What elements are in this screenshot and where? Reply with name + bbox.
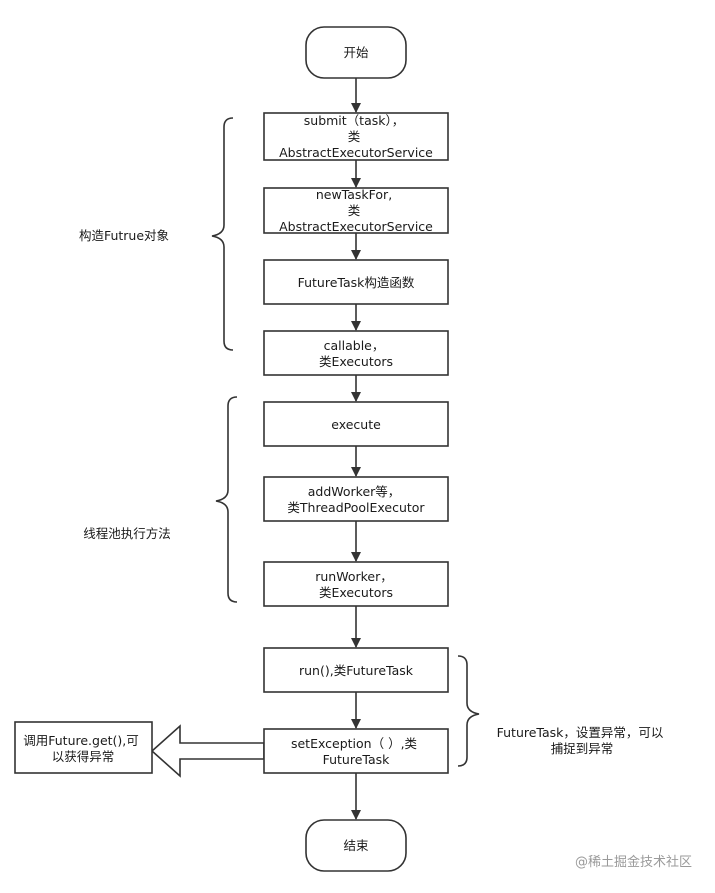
get-label-line: 调用Future.get(),可 — [23, 733, 139, 748]
runworker-label: runWorker， 类Executors — [315, 569, 397, 600]
addworker-label-line: 类ThreadPoolExecutor — [287, 500, 425, 515]
newtaskfor-label-line: 类 — [348, 203, 361, 218]
group-futuretask-label-line: FutureTask，设置异常，可以 — [497, 725, 664, 740]
brace-construct — [211, 117, 234, 351]
addworker-label: addWorker等， 类ThreadPoolExecutor — [287, 484, 425, 515]
setexception-label-line: FutureTask — [323, 752, 391, 767]
setexception-box — [263, 728, 449, 774]
get-label: 调用Future.get(),可 以获得异常 — [23, 733, 143, 764]
callable-label: callable， 类Executors — [319, 338, 393, 369]
watermark: @稀土掘金技术社区 — [575, 854, 692, 870]
end-terminator — [305, 819, 407, 872]
start-label: 开始 — [343, 45, 369, 60]
newtaskfor-label: newTaskFor, 类 AbstractExecutorService — [279, 187, 433, 234]
group-construct-label-line: 构造Futrue对象 — [79, 228, 169, 243]
group-futuretask-label: FutureTask，设置异常，可以 捕捉到异常 — [497, 725, 668, 756]
runworker-label-line: 类Executors — [319, 585, 393, 600]
callable-label-line: 类Executors — [319, 354, 393, 369]
execute-box — [263, 401, 449, 447]
callable-box — [263, 330, 449, 376]
futuretask-ctor-label-line: FutureTask构造函数 — [298, 275, 415, 290]
submit-label-line: 类 — [348, 129, 361, 144]
group-futuretask-label-line: 捕捉到异常 — [551, 741, 614, 756]
submit-label-line: AbstractExecutorService — [279, 145, 433, 160]
group-threadpool-label-line: 线程池执行方法 — [83, 526, 171, 541]
setexception-label-line: setException（ ）,类 — [291, 736, 418, 751]
submit-label-line: submit（task）， — [304, 113, 404, 128]
get-label-line: 以获得异常 — [52, 749, 115, 764]
get-box — [14, 721, 153, 774]
newtaskfor-box — [263, 187, 449, 234]
runworker-box — [263, 561, 449, 607]
submit-label: submit（task）， 类 AbstractExecutorService — [279, 113, 433, 160]
braces — [211, 117, 480, 767]
group-threadpool-label: 线程池执行方法 — [83, 526, 171, 541]
run-label-line: run(),类FutureTask — [299, 663, 414, 678]
newtaskfor-label-line: newTaskFor, — [316, 187, 392, 202]
setexception-label: setException（ ）,类 FutureTask — [291, 736, 421, 767]
execute-label: execute — [331, 417, 381, 432]
run-box — [263, 647, 449, 693]
end-label-line: 结束 — [343, 838, 369, 853]
execute-label-line: execute — [331, 417, 381, 432]
runworker-label-line: runWorker， — [315, 569, 393, 584]
futuretask-ctor-box — [263, 259, 449, 305]
group-construct-label: 构造Futrue对象 — [79, 228, 169, 243]
start-label-line: 开始 — [343, 45, 369, 60]
newtaskfor-label-line: AbstractExecutorService — [279, 219, 433, 234]
callable-label-line: callable， — [324, 338, 385, 353]
hollow-arrow-to-get — [150, 724, 265, 778]
submit-box — [263, 112, 449, 161]
end-label: 结束 — [343, 838, 369, 853]
futuretask-ctor-label: FutureTask构造函数 — [298, 275, 415, 290]
run-label: run(),类FutureTask — [299, 663, 414, 678]
brace-futuretask — [457, 655, 480, 767]
start-terminator — [305, 26, 407, 79]
addworker-box — [263, 476, 449, 522]
brace-threadpool — [215, 396, 238, 603]
addworker-label-line: addWorker等， — [308, 484, 401, 499]
